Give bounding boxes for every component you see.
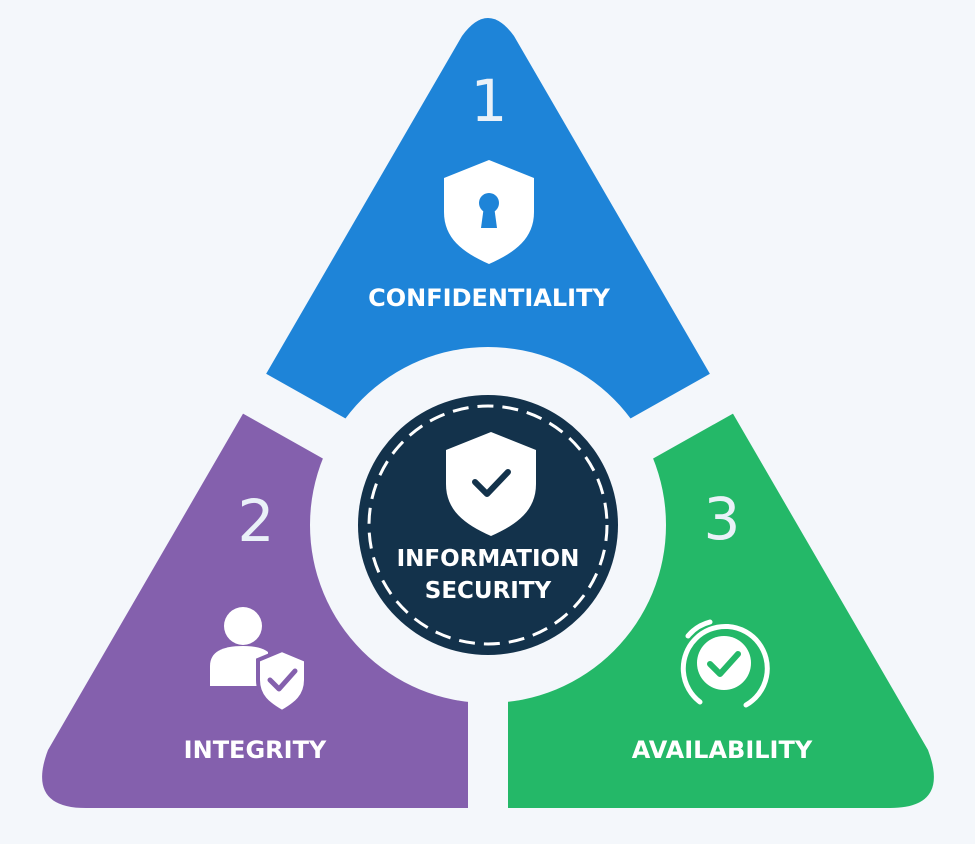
availability-number: 3 (704, 485, 741, 553)
shield-check-icon (446, 432, 536, 536)
circular-check-icon (680, 619, 770, 708)
confidentiality-number: 1 (471, 67, 508, 135)
availability-segment (488, 318, 934, 808)
availability-label: AVAILABILITY (632, 736, 813, 764)
integrity-number: 2 (238, 487, 275, 555)
center-title-line1: INFORMATION (397, 546, 580, 572)
dashed-ring (367, 404, 609, 646)
center-title-line2: SECURITY (425, 578, 552, 604)
integrity-segment (42, 318, 488, 808)
user-shield-check-icon (210, 607, 308, 715)
confidentiality-label: CONFIDENTIALITY (368, 284, 610, 312)
integrity-label: INTEGRITY (184, 736, 327, 764)
shield-keyhole-icon (444, 160, 534, 264)
